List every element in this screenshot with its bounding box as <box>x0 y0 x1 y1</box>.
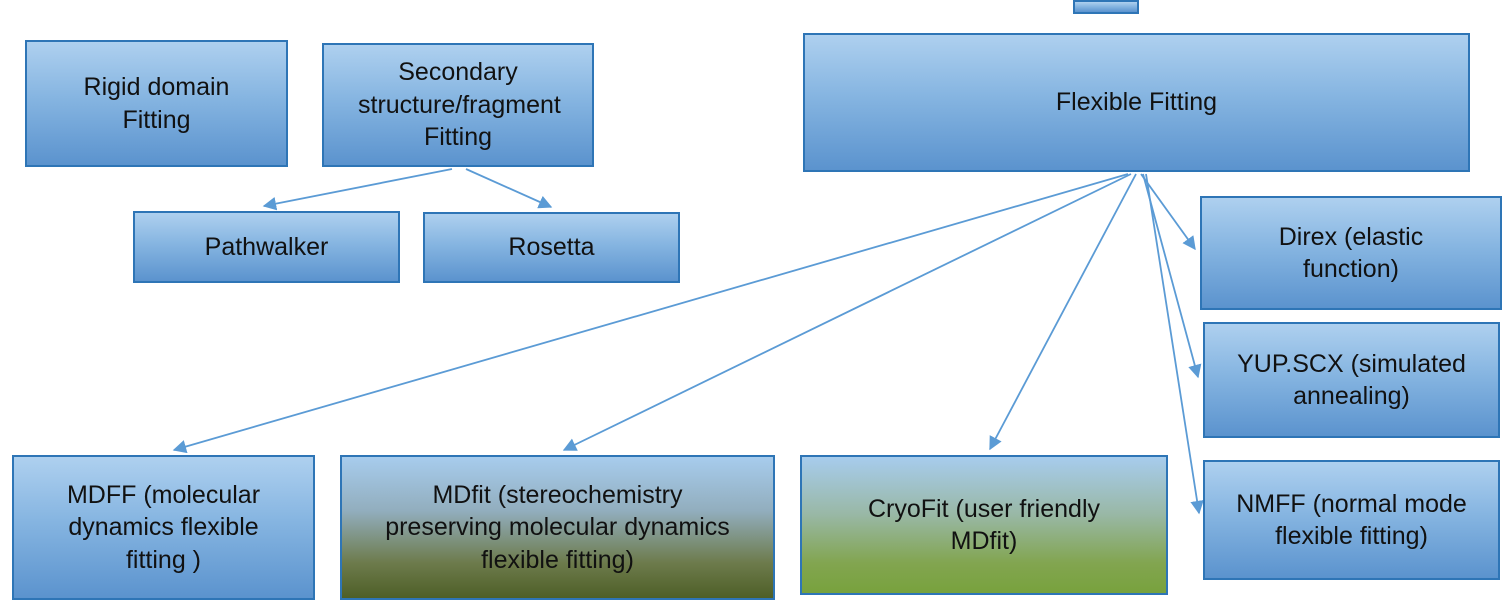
connector-secondary-to-pathwalker <box>262 168 453 211</box>
clipped-box-top-edge <box>1073 0 1139 14</box>
node-direx: Direx (elastic function) <box>1200 196 1502 310</box>
node-label: Direx (elastic function) <box>1278 222 1424 284</box>
node-rosetta: Rosetta <box>423 212 680 283</box>
node-mdfit: MDfit (stereochemistry preserving molecu… <box>340 455 775 600</box>
node-label: Flexible Fitting <box>1055 88 1218 117</box>
node-label: YUP.SCX (simulated annealing) <box>1237 349 1466 411</box>
node-label: Pathwalker <box>204 232 329 261</box>
node-yup-scx: YUP.SCX (simulated annealing) <box>1203 322 1500 438</box>
node-secondary-structure-fragment-fitting: Secondary structure/fragment Fitting <box>322 43 594 167</box>
node-pathwalker: Pathwalker <box>133 211 400 283</box>
node-rigid-domain-fitting: Rigid domain Fitting <box>25 40 288 167</box>
connector-flexible-to-mdfit <box>562 173 1132 451</box>
connector-flexible-to-nmff <box>1145 173 1204 515</box>
node-label: NMFF (normal mode flexible fitting) <box>1236 489 1467 551</box>
connector-secondary-to-rosetta <box>465 168 553 209</box>
node-label: MDfit (stereochemistry preserving molecu… <box>385 480 730 574</box>
connector-flexible-to-mdff <box>172 173 1129 454</box>
node-label: Rigid domain Fitting <box>83 73 230 134</box>
node-label: Secondary structure/fragment Fitting <box>358 58 561 152</box>
node-label: Rosetta <box>508 233 595 262</box>
node-nmff: NMFF (normal mode flexible fitting) <box>1203 460 1500 580</box>
node-flexible-fitting: Flexible Fitting <box>803 33 1470 172</box>
node-mdff: MDFF (molecular dynamics flexible fittin… <box>12 455 315 600</box>
connector-flexible-to-direx <box>1140 173 1196 251</box>
node-label: CryoFit (user friendly MDfit) <box>868 494 1100 556</box>
connector-flexible-to-cryofit <box>989 173 1137 451</box>
node-label: MDFF (molecular dynamics flexible fittin… <box>66 480 261 574</box>
node-cryofit: CryoFit (user friendly MDfit) <box>800 455 1168 595</box>
